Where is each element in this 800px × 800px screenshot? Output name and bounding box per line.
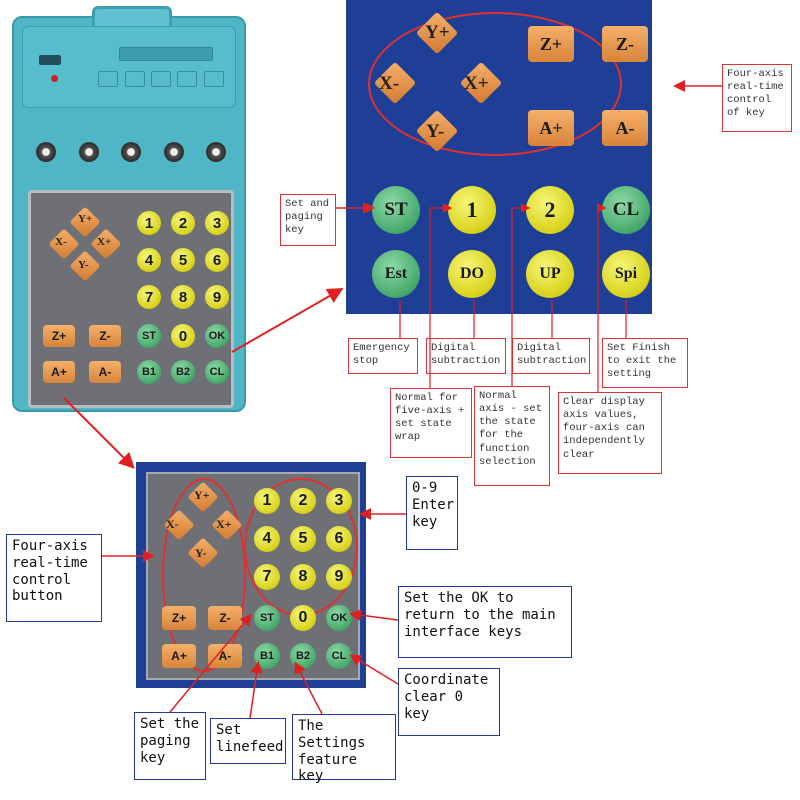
key-b2[interactable]: B2: [171, 360, 195, 384]
key-y-minus[interactable]: Y-: [78, 259, 89, 271]
key-x-minus[interactable]: X-: [55, 236, 67, 248]
zoom-bottom-key-cl[interactable]: CL: [326, 643, 352, 669]
callout-linefeed: Set linefeed: [210, 718, 286, 764]
key-st[interactable]: ST: [137, 324, 161, 348]
knob-icon: [206, 142, 226, 162]
zoom-bottom-key-1[interactable]: 1: [254, 488, 280, 514]
key-a-minus[interactable]: A-: [89, 361, 121, 383]
zoom-bottom-key-x-plus[interactable]: X+: [216, 517, 232, 531]
zoom-bottom-key-6[interactable]: 6: [326, 526, 352, 552]
pendant-handle: [92, 6, 172, 27]
zoom-bottom-panel: Y+ X- X+ Y- 1 2 3 4 5 6 7 8 9 Z+ Z- ST 0…: [136, 462, 366, 688]
zoom-bottom-keypad: Y+ X- X+ Y- 1 2 3 4 5 6 7 8 9 Z+ Z- ST 0…: [146, 472, 360, 680]
zoom-top-key-z-minus[interactable]: Z-: [602, 26, 648, 62]
key-9[interactable]: 9: [205, 285, 229, 309]
zoom-top-key-spi[interactable]: Spi: [602, 250, 650, 298]
key-4[interactable]: 4: [137, 248, 161, 272]
zoom-top-key-est[interactable]: Est: [372, 250, 420, 298]
power-led-icon: [51, 75, 58, 82]
axis-highlight-ellipse: [368, 12, 622, 156]
zoom-bottom-key-a-plus[interactable]: A+: [162, 644, 196, 668]
indicator-leds: [95, 69, 227, 89]
callout-digital-subtraction-2: Digital subtraction: [512, 338, 590, 374]
zoom-bottom-key-5[interactable]: 5: [290, 526, 316, 552]
key-6[interactable]: 6: [205, 248, 229, 272]
zoom-top-key-a-plus[interactable]: A+: [528, 110, 574, 146]
knob-icon: [163, 142, 184, 162]
callout-paging-key: Set the paging key: [134, 712, 206, 780]
zoom-top-key-y-minus[interactable]: Y-: [426, 121, 445, 142]
power-switch-icon: [39, 55, 61, 65]
callout-normal-axis: Normal axis - set the state for the func…: [474, 386, 550, 486]
key-z-minus[interactable]: Z-: [89, 325, 121, 347]
key-1[interactable]: 1: [137, 211, 161, 235]
key-5[interactable]: 5: [171, 248, 195, 272]
zoom-bottom-key-0[interactable]: 0: [290, 605, 316, 631]
knob-icon: [36, 142, 56, 162]
zoom-bottom-key-4[interactable]: 4: [254, 526, 280, 552]
zoom-bottom-key-9[interactable]: 9: [326, 564, 352, 590]
key-0[interactable]: 0: [171, 324, 195, 348]
key-7[interactable]: 7: [137, 285, 161, 309]
key-ok[interactable]: OK: [205, 324, 229, 348]
arrow-to-top-zoom: [231, 288, 344, 353]
callout-settings-feature: The Settings feature key: [292, 714, 396, 784]
arrow-to-bottom-zoom: [63, 397, 135, 469]
pendant-device: Y+ X- X+ Y- 1 2 3 4 5 6 7 8 9 Z+ Z- ST 0…: [12, 6, 246, 412]
zoom-top-key-1[interactable]: 1: [448, 186, 496, 234]
zoom-top-key-2[interactable]: 2: [526, 186, 574, 234]
callout-coordinate-clear: Coordinate clear 0 key: [398, 668, 500, 736]
key-b1[interactable]: B1: [137, 360, 161, 384]
zoom-bottom-key-y-minus[interactable]: Y-: [195, 546, 207, 560]
pendant-top-panel: [22, 26, 236, 108]
key-x-plus[interactable]: X+: [97, 236, 112, 248]
zoom-bottom-key-ok[interactable]: OK: [326, 605, 352, 631]
callout-set-paging-key: Set and paging key: [280, 194, 336, 246]
zoom-bottom-key-y-plus[interactable]: Y+: [194, 488, 210, 502]
zoom-top-key-do[interactable]: DO: [448, 250, 496, 298]
zoom-top-key-st[interactable]: ST: [372, 186, 420, 234]
zoom-top-key-x-minus[interactable]: X-: [379, 73, 400, 94]
key-cl[interactable]: CL: [205, 360, 229, 384]
key-y-plus[interactable]: Y+: [78, 213, 93, 225]
callout-emergency-stop: Emergency stop: [348, 338, 418, 374]
zoom-bottom-key-x-minus[interactable]: X-: [166, 517, 179, 531]
zoom-top-key-x-plus[interactable]: X+: [464, 73, 489, 94]
callout-five-axis: Normal for five-axis + set state wrap: [390, 388, 472, 458]
zoom-top-key-cl[interactable]: CL: [602, 186, 650, 234]
callout-four-axis-button: Four-axis real-time control button: [6, 534, 102, 622]
zoom-top-key-a-minus[interactable]: A-: [602, 110, 648, 146]
key-z-plus[interactable]: Z+: [43, 325, 75, 347]
zoom-top-key-up[interactable]: UP: [526, 250, 574, 298]
zoom-bottom-key-z-plus[interactable]: Z+: [162, 606, 196, 630]
callout-enter-key: 0-9 Enter key: [406, 476, 458, 550]
callout-digital-subtraction-1: Digital subtraction: [426, 338, 506, 374]
zoom-top-key-z-plus[interactable]: Z+: [528, 26, 574, 62]
callout-ok-key: Set the OK to return to the main interfa…: [398, 586, 572, 658]
knob-icon: [78, 142, 99, 162]
callout-set-finish: Set Finish to exit the setting: [602, 338, 688, 388]
zoom-bottom-key-8[interactable]: 8: [290, 564, 316, 590]
callout-four-axis-key: Four-axis real-time control of key: [722, 64, 792, 132]
zoom-bottom-key-2[interactable]: 2: [290, 488, 316, 514]
pendant-keypad: Y+ X- X+ Y- 1 2 3 4 5 6 7 8 9 Z+ Z- ST 0…: [28, 190, 234, 408]
pendant-knobs: [36, 142, 226, 166]
usb-slot-icon: [119, 47, 213, 61]
zoom-bottom-key-st[interactable]: ST: [254, 605, 280, 631]
zoom-bottom-key-7[interactable]: 7: [254, 564, 280, 590]
zoom-top-key-y-plus[interactable]: Y+: [425, 22, 450, 43]
knob-icon: [121, 142, 141, 162]
key-2[interactable]: 2: [171, 211, 195, 235]
zoom-top-panel: Y+ X- X+ Y- Z+ Z- A+ A- ST 1 2 CL Est DO…: [346, 0, 652, 314]
callout-clear-display: Clear display axis values, four-axis can…: [558, 392, 662, 474]
zoom-bottom-key-a-minus[interactable]: A-: [208, 644, 242, 668]
key-3[interactable]: 3: [205, 211, 229, 235]
zoom-bottom-key-z-minus[interactable]: Z-: [208, 606, 242, 630]
key-a-plus[interactable]: A+: [43, 361, 75, 383]
key-8[interactable]: 8: [171, 285, 195, 309]
zoom-bottom-key-3[interactable]: 3: [326, 488, 352, 514]
